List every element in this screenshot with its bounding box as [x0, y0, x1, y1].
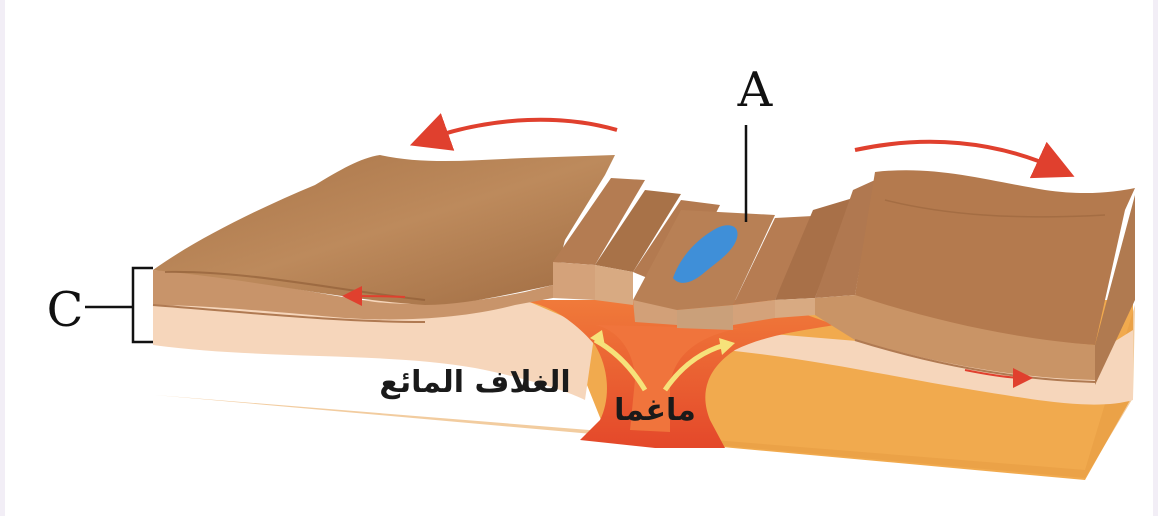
label-c-bracket [85, 268, 153, 342]
label-a: A [737, 62, 774, 118]
label-magma: ماغما [614, 393, 696, 428]
plate-motion-left-arrow-icon [425, 120, 617, 140]
label-mantle: الغلاف المائع [379, 365, 570, 400]
label-c: C [47, 282, 84, 338]
rift-diagram: A C الغلاف المائع ماغما [5, 0, 1153, 516]
plate-motion-right-arrow-icon [855, 142, 1060, 170]
crust-flow-left-icon [350, 296, 405, 297]
